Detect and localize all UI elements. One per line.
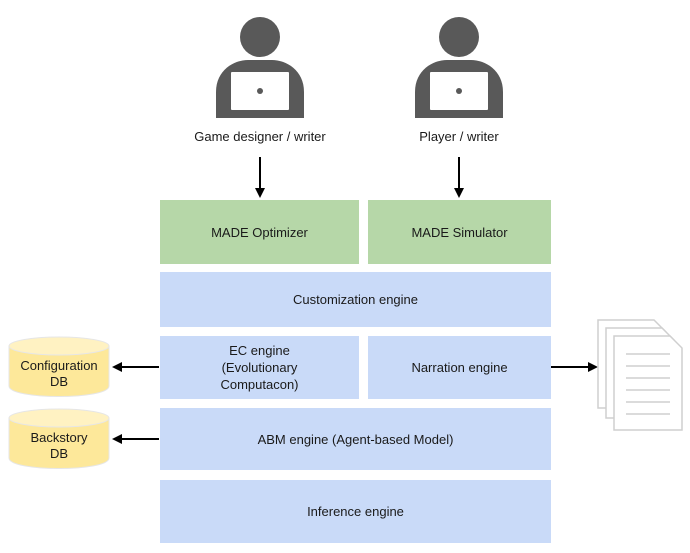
customization-engine-box: Customization engine [160, 272, 551, 327]
made-simulator-box: MADE Simulator [368, 200, 551, 264]
configuration-db-label: Configuration DB [20, 358, 98, 389]
made-optimizer-box: MADE Optimizer [160, 200, 359, 264]
backstory-db-icon [8, 408, 110, 469]
backstory-db-label: Backstory DB [30, 430, 88, 461]
designer-label: Game designer / writer [194, 129, 326, 144]
designer-person-icon [216, 17, 304, 118]
ec-engine-box: EC engine (Evolutionary Computacon) [160, 336, 359, 399]
configuration-db-icon [8, 336, 110, 397]
abm-engine-box: ABM engine (Agent-based Model) [160, 408, 551, 470]
player-person-icon [415, 17, 503, 118]
narration-engine-box: Narration engine [368, 336, 551, 399]
documents-stack-icon [597, 319, 683, 431]
inference-engine-box: Inference engine [160, 480, 551, 543]
player-label: Player / writer [419, 129, 499, 144]
